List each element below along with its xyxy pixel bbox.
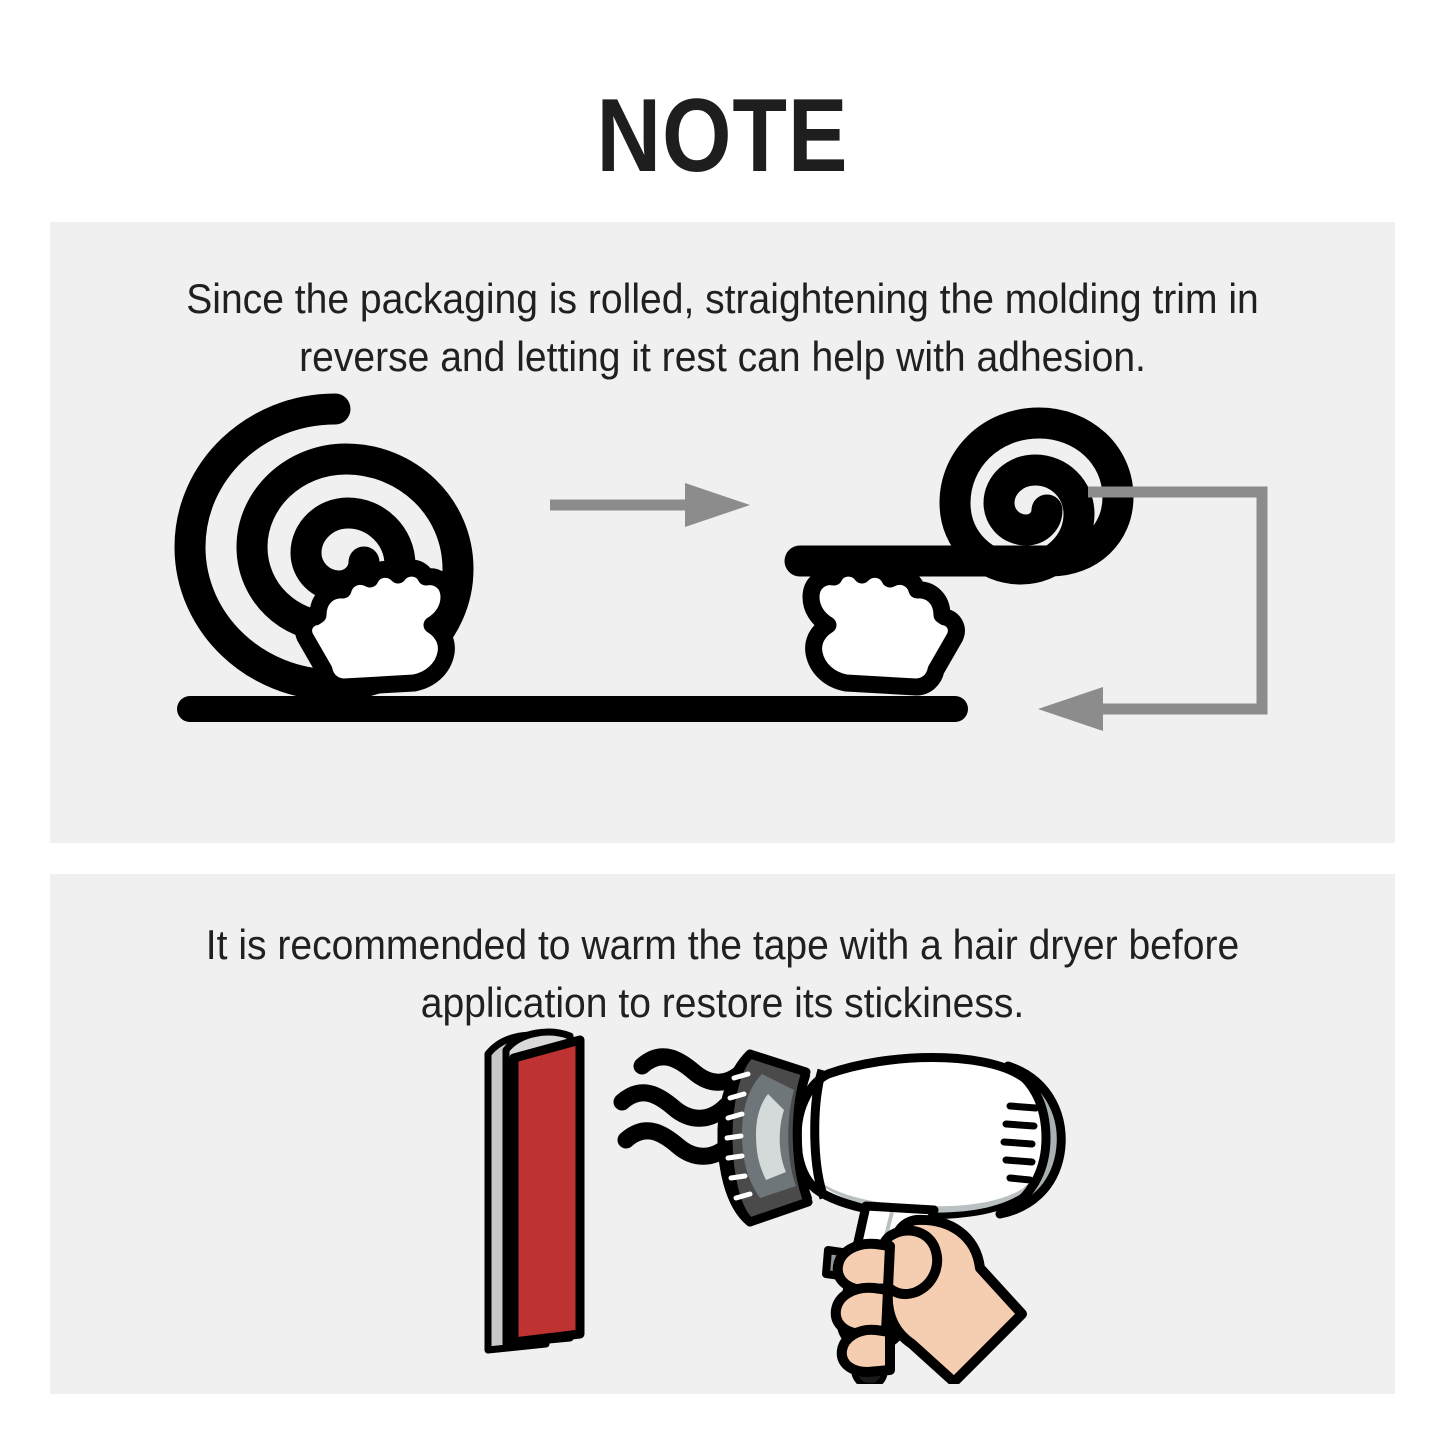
- heat-wave-lines-icon: [613, 1048, 753, 1165]
- panel-dryer-text: It is recommended to warm the tape with …: [205, 921, 1240, 1026]
- elbow-arrow-down-left-icon: [1038, 486, 1268, 731]
- tight-spiral-coil-icon: [174, 393, 474, 701]
- note-panel-dryer: It is recommended to warm the tape with …: [50, 874, 1395, 1394]
- red-tape-strip-icon: [484, 1028, 585, 1354]
- right-hand-grip-icon: [802, 559, 965, 696]
- panel-rolled-text: Since the packaging is rolled, straighte…: [186, 275, 1259, 380]
- hair-dryer-warming-tape: [50, 1014, 1395, 1384]
- note-panel-rolled: Since the packaging is rolled, straighte…: [50, 222, 1395, 843]
- right-arrow-icon: [550, 483, 750, 527]
- left-hand-grip-icon: [295, 559, 458, 696]
- uncoil-trim-diagram: [50, 387, 1395, 827]
- page-title: NOTE: [596, 78, 849, 194]
- partially-unrolled-coil-icon: [784, 407, 1134, 585]
- hand-holding-dryer-icon: [830, 1214, 1027, 1384]
